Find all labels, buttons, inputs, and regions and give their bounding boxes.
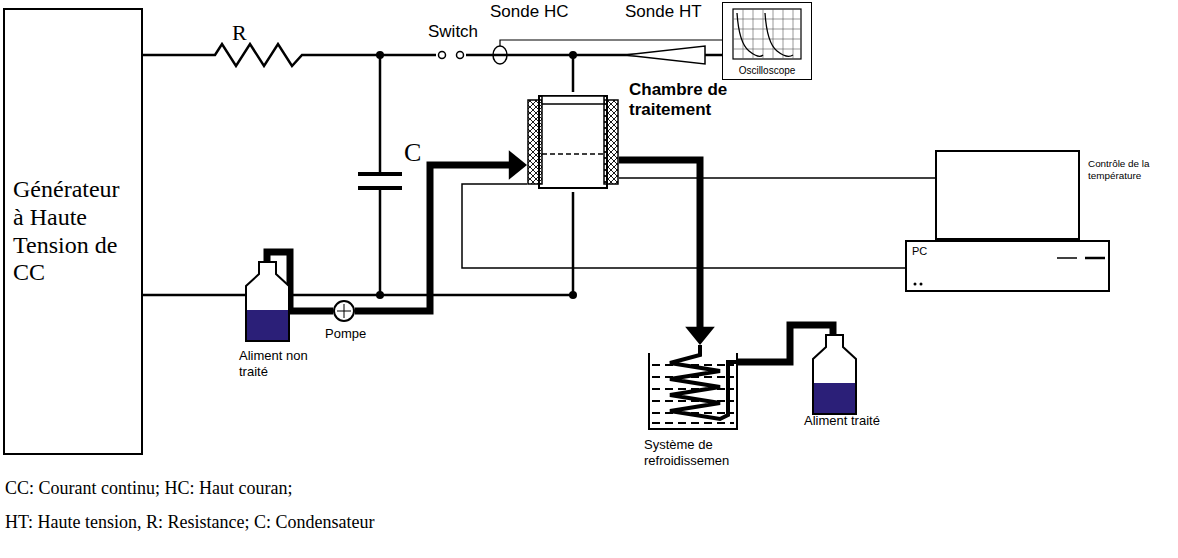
arrow-head (685, 327, 715, 345)
component-label: Switch (428, 22, 478, 42)
cooling-bath-drawing (648, 345, 738, 430)
circuit-wire (143, 192, 573, 295)
outside-label: Pompe (325, 326, 385, 342)
treatment-chamber: Chambre de traitement (527, 92, 619, 192)
abbreviation-note: CC: Courant continu; HC: Haut couran; (5, 478, 292, 499)
junction-dot (376, 51, 384, 59)
junction-dot (569, 51, 577, 59)
outside-label: Contrôle de la température (1088, 158, 1176, 182)
treated-bottle: Aliment traité (812, 335, 854, 407)
current-probe (493, 46, 507, 64)
component-label: C (404, 138, 421, 168)
capacitor-wire (379, 55, 382, 174)
probe-label: Sonde HC (490, 2, 568, 22)
capacitor-plate (358, 172, 402, 176)
abbreviation-note: HT: Haute tension, R: Resistance; C: Con… (5, 512, 375, 533)
pump-symbol-drawing (333, 300, 355, 322)
voltage-probe (625, 46, 705, 64)
probe-label: Sonde HT (625, 2, 702, 22)
outside-label: Aliment non traité (239, 348, 309, 379)
cooling-bath: Système de refroidissemen (648, 345, 738, 430)
treated-bottle-drawing (812, 335, 854, 407)
outside-label: Chambre de traitement (629, 80, 729, 121)
pc-box-drawing (907, 242, 1108, 290)
pc-box: PC (905, 240, 1110, 292)
box-label: PC (912, 245, 927, 257)
outside-label: Aliment traité (804, 413, 914, 429)
untreated-bottle-drawing (245, 262, 290, 342)
flow-tube (355, 165, 514, 311)
signal-line (462, 184, 905, 268)
capacitor-wire (379, 188, 382, 295)
pump-symbol: Pompe (333, 300, 355, 322)
box-label: Oscilloscope (723, 65, 811, 76)
generator-box: Générateur à Haute Tension de CC (3, 8, 143, 455)
flow-tube (619, 160, 700, 332)
arrow-head (509, 150, 527, 180)
switch-contact (457, 52, 464, 59)
box-label: Générateur à Haute Tension de CC (13, 176, 133, 286)
wire-gap (436, 48, 466, 62)
switch-contact (439, 52, 446, 59)
junction-dot (569, 291, 577, 299)
untreated-bottle: Aliment non traité (245, 262, 290, 342)
oscilloscope-box: Oscilloscope (722, 2, 812, 80)
treatment-chamber-drawing (527, 92, 619, 192)
wire-gap (203, 44, 317, 66)
capacitor-plate (358, 186, 402, 190)
outside-label: Système de refroidissemen (644, 437, 764, 468)
resistor-symbol (203, 44, 317, 66)
temperature-monitor: Contrôle de la température (935, 150, 1080, 240)
junction-dot (376, 291, 384, 299)
probe-lead (500, 40, 722, 46)
signal-line (619, 177, 935, 179)
component-label: R (232, 20, 247, 46)
